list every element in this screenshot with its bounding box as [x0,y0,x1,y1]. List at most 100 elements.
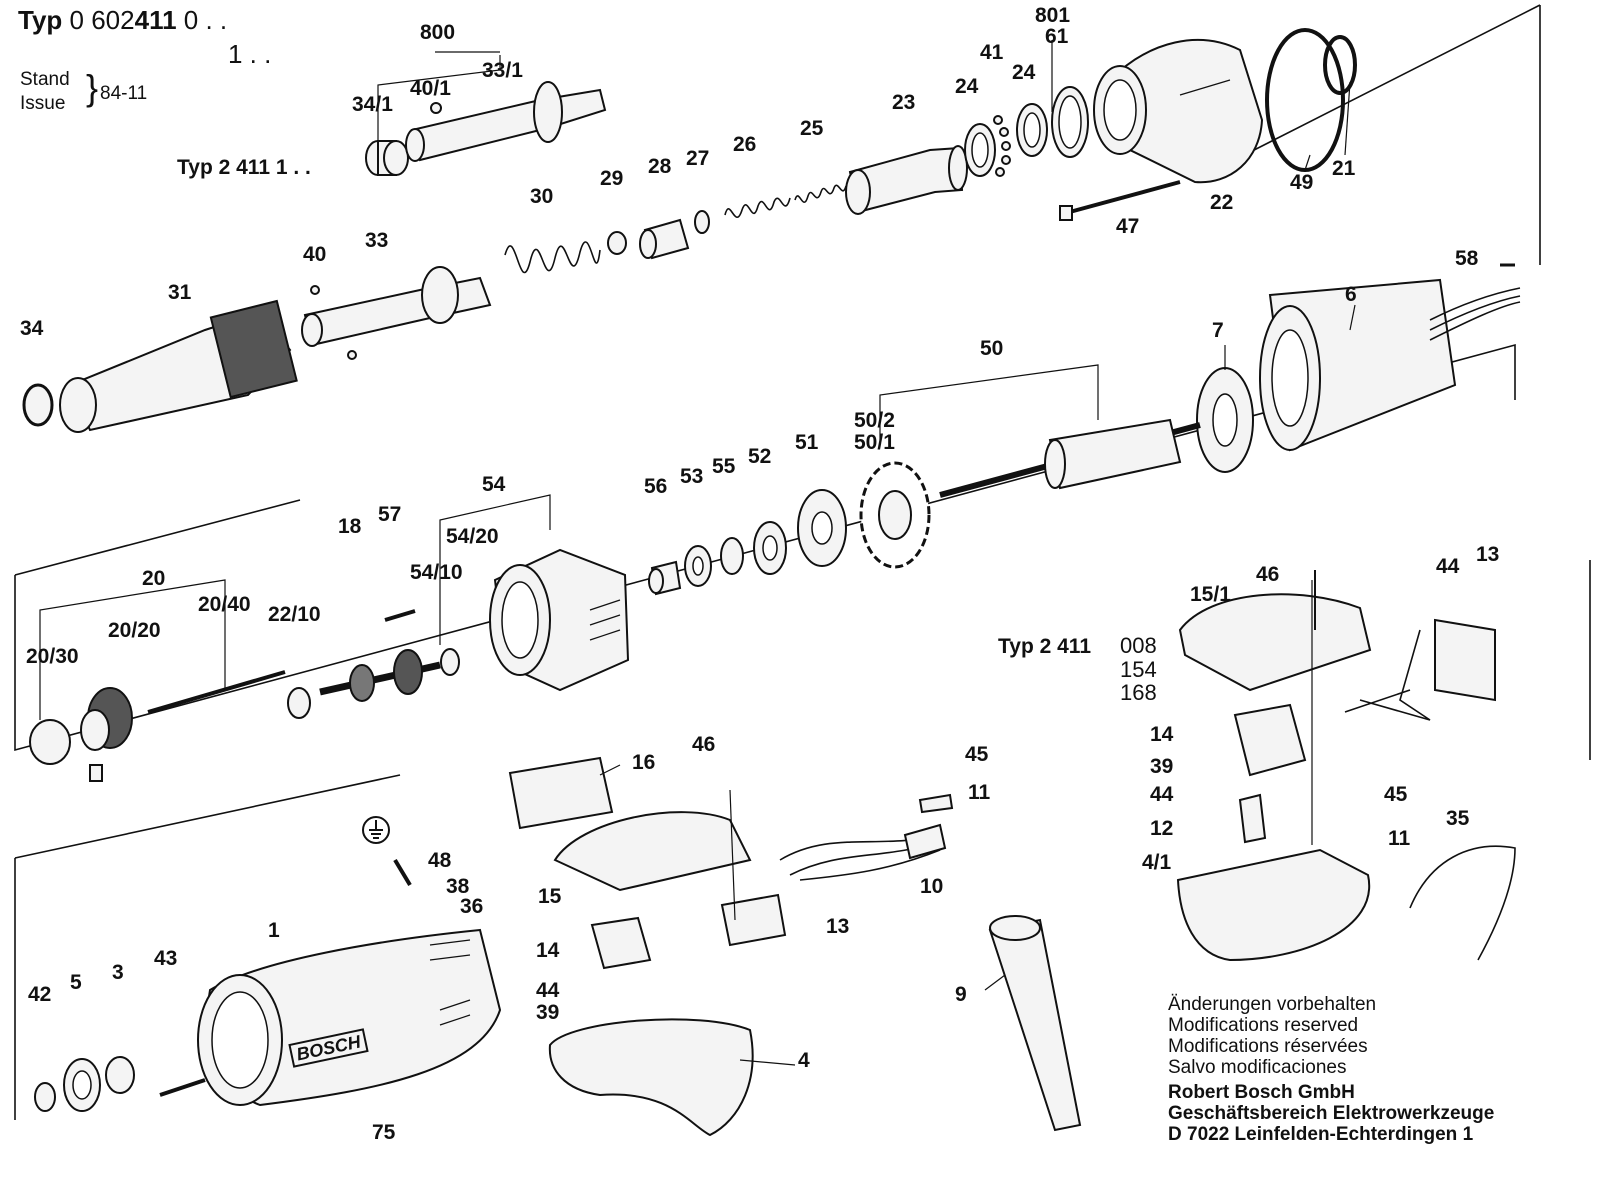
part-label: 1 [268,919,280,942]
part-54-intermediate-housing [489,548,630,692]
part-label: 13 [826,915,850,938]
part-label: 22/10 [268,603,321,626]
part-42-bearing [34,1082,56,1112]
part-33-spindle [301,266,492,360]
part-30-spring [504,241,601,274]
part-47-screw [1059,180,1181,221]
part-label: 20 [142,567,166,590]
part-label: 45 [1384,783,1408,806]
part-57-screw [384,609,416,622]
part-label: 34 [20,317,44,340]
part-13-switch-upper [1344,618,1496,721]
part-label: 39 [1150,755,1174,778]
ground-symbol-icon [362,816,390,844]
part-label: 7 [1212,319,1224,342]
part-label: 4/1 [1142,851,1172,874]
part-label: 53 [680,465,704,488]
part-label: 38 [446,875,470,898]
part-label: 27 [686,147,710,170]
part-label: 10 [920,875,944,898]
part-label: 52 [748,445,772,468]
part-56-sleeve [648,560,682,596]
part-label: 36 [460,895,484,918]
part-label: 20/40 [198,593,251,616]
part-label: 12 [1150,817,1174,840]
part-label: 13 [1476,543,1500,566]
part-label: 31 [168,281,192,304]
part-label: 50 [980,337,1004,360]
part-label: 16 [632,751,656,774]
part-label: 3 [112,961,124,984]
company-division: Geschäftsbereich Elektrowerkzeuge [1168,1103,1495,1124]
part-label: 15 [538,885,562,908]
part-55-washer [720,537,744,575]
part-54-10-washer [440,648,460,676]
part-22-10-bushing [287,687,311,719]
part-label: 39 [536,1001,560,1024]
part-label: 44 [536,979,560,1002]
part-53-bearing [684,545,712,587]
part-1-motor-housing [197,928,502,1107]
part-label: 6 [1345,283,1357,306]
part-label: 42 [28,983,52,1006]
part-14-switch-lower [590,916,652,970]
part-18-pinion [319,649,441,702]
part-label: 40/1 [410,77,451,100]
part-label: 35 [1446,807,1470,830]
part-label: 41 [980,41,1004,64]
part-label: 47 [1116,215,1140,238]
part-label: 28 [648,155,672,178]
part-label: 46 [692,733,716,756]
note-line: Modifications réservées [1168,1036,1368,1057]
part-16-label-plate [508,756,614,830]
part-label: 54/10 [410,561,463,584]
part-20-40-shaft [147,670,286,714]
typ-word: Typ [18,5,63,35]
part-label: 24 [955,75,979,98]
part-12-block [1238,793,1267,844]
note-line: Änderungen vorbehalten [1168,994,1377,1015]
part-24-washers [964,103,1048,177]
part-label: 26 [733,133,757,156]
part-label: 43 [154,947,178,970]
part-7-washer [1196,367,1254,473]
variant-typ-a: Typ 2 411 1 . . [177,156,311,179]
part-26-spring [724,197,791,218]
part-50-1-fan [859,461,931,569]
company-name: Robert Bosch GmbH [1168,1082,1355,1103]
part-41-balls [993,115,1011,177]
part-11-clamp-upper [918,793,954,814]
part-label: 23 [892,91,916,114]
part-51-bearing-plate [797,489,847,567]
part-34-1-sleeve [365,140,409,176]
part-48-screw [393,858,412,887]
part-14-switch-upper [1233,703,1307,777]
variant-typ-b: Typ 2 411 [998,635,1092,658]
part-61-ring [1051,86,1089,158]
part-22-gear-housing [1093,39,1264,184]
part-5-ring [63,1058,101,1112]
part-31-chuck-sleeve [59,299,298,433]
part-label: 50/2 [854,409,895,432]
part-label: 21 [1332,157,1356,180]
part-23-bushing [845,145,968,215]
part-9-auxiliary-handle [988,915,1082,1132]
part-29-nut [607,231,627,255]
part-label: 20/30 [26,645,79,668]
section-frame-bottom [14,560,1591,1120]
type-number-line2: 1 . . [228,39,272,69]
part-21-ring [1323,35,1357,95]
part-50-armature [939,418,1201,498]
company-address: D 7022 Leinfelden-Echterdingen 1 [1168,1124,1474,1145]
part-4-handle [548,1018,754,1137]
part-label: 25 [800,117,824,140]
issue-label: Issue [20,93,66,114]
part-label: 50/1 [854,431,895,454]
variant-typ-b-value-3: 168 [1120,680,1157,705]
part-label: 9 [955,983,967,1006]
part-label: 54/20 [446,525,499,548]
part-label: 48 [428,849,452,872]
part-3-bushing [105,1056,135,1094]
part-20-gear [80,687,133,782]
part-label: 33/1 [482,59,523,82]
